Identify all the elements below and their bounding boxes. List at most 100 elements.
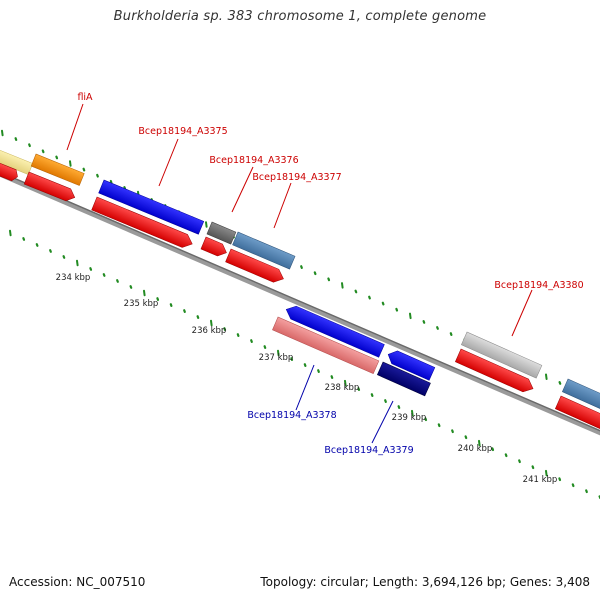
minor-tick [424, 417, 428, 422]
feature-a3378-pink[interactable] [272, 316, 380, 375]
feature-a3380-red[interactable] [454, 348, 536, 395]
feature-a3377-steel[interactable] [232, 231, 296, 270]
major-tick [277, 349, 280, 357]
minor-tick [223, 327, 227, 331]
minor-tick [464, 435, 468, 440]
minor-tick [531, 465, 535, 470]
reverse-features [272, 303, 436, 397]
feature-flia-orange[interactable] [30, 153, 85, 186]
minor-tick [300, 265, 303, 269]
feature-a3376-gray[interactable] [206, 221, 237, 245]
minor-tick [96, 173, 99, 178]
major-tick [545, 469, 548, 477]
minor-tick [422, 320, 426, 324]
minor-tick [183, 309, 186, 313]
major-tick [69, 160, 72, 167]
minor-tick [129, 285, 133, 289]
major-tick [76, 259, 79, 267]
minor-tick [49, 249, 52, 253]
scale-label-240: 240 kbp [458, 444, 493, 454]
feature-left-red[interactable] [0, 159, 20, 182]
scale-label-236: 236 kbp [192, 326, 227, 336]
topology-label: Topology: circular; Length: 3,694,126 bp… [260, 575, 590, 589]
forward-features [0, 146, 600, 432]
minor-tick [317, 369, 320, 373]
genome-backbone [0, 171, 600, 436]
map-title: Burkholderia sp. 383 chromosome 1, compl… [113, 9, 487, 24]
minor-tick [368, 295, 371, 300]
minor-tick [558, 477, 562, 482]
inner-tick-row [9, 229, 600, 500]
minor-tick [436, 326, 439, 330]
feature-right-red[interactable] [554, 395, 600, 432]
minor-tick [290, 357, 294, 361]
feature-flia-red[interactable] [23, 171, 77, 204]
scale-label-235: 235 kbp [124, 299, 159, 309]
minor-tick [518, 459, 521, 464]
minor-tick [313, 271, 317, 276]
scale-labels: 234 kbp 235 kbp 236 kbp 237 kbp 238 kbp … [56, 273, 558, 485]
major-tick [478, 439, 481, 447]
scale-label-234: 234 kbp [56, 273, 91, 283]
minor-tick [585, 489, 588, 494]
minor-tick [35, 243, 39, 247]
minor-tick [381, 301, 385, 306]
minor-tick [451, 429, 454, 434]
feature-a3378-blue[interactable] [283, 303, 385, 358]
minor-tick [156, 297, 160, 301]
label-a3380[interactable]: Bcep18194_A3380 [494, 280, 583, 291]
feature-a3376-red[interactable] [200, 236, 229, 259]
feature-a3377-red[interactable] [225, 248, 287, 285]
label-a3377[interactable]: Bcep18194_A3377 [252, 172, 341, 183]
minor-tick [354, 289, 358, 294]
scale-label-239: 239 kbp [392, 413, 427, 423]
minor-tick [55, 155, 59, 160]
minor-tick [28, 143, 31, 148]
minor-tick [384, 399, 387, 403]
minor-tick [437, 423, 441, 428]
minor-tick [504, 453, 508, 458]
minor-tick [22, 237, 26, 241]
major-tick [409, 312, 412, 320]
feature-a3375-red[interactable] [91, 196, 195, 250]
accession-label: Accession: NC_007510 [9, 575, 146, 589]
minor-tick [82, 167, 86, 172]
minor-tick [449, 332, 453, 336]
label-a3379[interactable]: Bcep18194_A3379 [324, 445, 413, 456]
major-tick [9, 229, 12, 237]
label-a3378[interactable]: Bcep18194_A3378 [247, 410, 336, 421]
major-tick [341, 282, 344, 289]
major-tick [205, 221, 208, 228]
scale-label-241: 241 kbp [523, 475, 558, 485]
feature-a3379-navy[interactable] [376, 361, 431, 397]
minor-tick [327, 277, 331, 282]
minor-tick [236, 333, 240, 337]
minor-tick [116, 279, 119, 283]
minor-tick [102, 273, 106, 277]
feature-a3380-lightgray[interactable] [460, 331, 543, 379]
minor-tick [397, 405, 401, 409]
feature-right-steel[interactable] [561, 378, 600, 413]
minor-tick [89, 267, 93, 271]
minor-tick [41, 149, 45, 154]
minor-tick [196, 315, 200, 319]
minor-tick [558, 381, 562, 385]
label-a3376[interactable]: Bcep18194_A3376 [209, 155, 298, 166]
minor-tick [370, 393, 374, 397]
major-tick [411, 409, 414, 417]
major-tick [143, 289, 146, 297]
minor-tick [303, 363, 307, 367]
scale-label-237: 237 kbp [259, 353, 294, 363]
feature-a3379-blue[interactable] [385, 348, 436, 381]
major-tick [1, 129, 4, 137]
minor-tick [571, 483, 575, 488]
feature-a3375-blue[interactable] [98, 179, 205, 235]
minor-tick [330, 375, 334, 379]
label-a3375[interactable]: Bcep18194_A3375 [138, 126, 227, 137]
minor-tick [357, 387, 361, 391]
minor-tick [395, 307, 399, 312]
label-flia[interactable]: fliA [77, 92, 93, 103]
major-tick [210, 319, 213, 327]
